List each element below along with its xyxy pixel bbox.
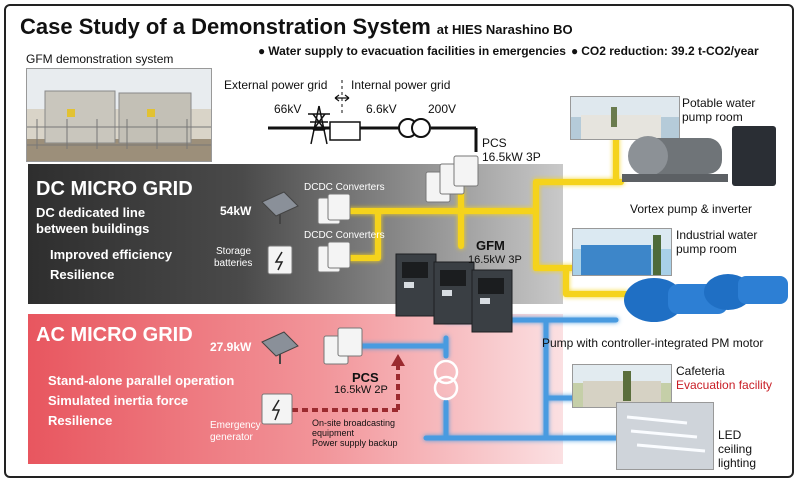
gfm-photo-label: GFM demonstration system xyxy=(26,52,174,66)
storage-label-2: batteries xyxy=(214,258,253,269)
cafeteria-label: Cafeteria xyxy=(676,364,725,378)
dc-pv-kw-label: 54kW xyxy=(220,204,252,218)
dcdc-converter-icon-1 xyxy=(317,193,351,225)
led-lighting-photo xyxy=(616,402,714,470)
broadcast-label-2: equipment xyxy=(312,428,355,438)
ac-line-2: Simulated inertia force xyxy=(48,393,189,408)
dc-line-4: Resilience xyxy=(50,267,115,282)
pm-motor-pump-image xyxy=(618,262,792,326)
storage-label-1: Storage xyxy=(216,246,252,257)
pcs-ac-icon xyxy=(323,327,363,365)
emergency-generator-label-2: generator xyxy=(210,432,253,443)
dc-line-1: DC dedicated line xyxy=(36,205,146,220)
potable-label-1: Potable water xyxy=(682,96,756,110)
dcdc-converter-label-1: DCDC Converters xyxy=(304,182,385,193)
transmission-tower-icon xyxy=(308,105,330,145)
solar-panel-dc-icon xyxy=(261,191,299,224)
transformer-icon xyxy=(398,118,431,138)
broadcast-label-3: Power supply backup xyxy=(312,438,398,448)
dcdc-converter-label-2: DCDC Converters xyxy=(304,230,385,241)
gfm-name-label: GFM xyxy=(476,238,505,253)
vortex-pump-label: Vortex pump & inverter xyxy=(630,202,753,216)
ac-line-1: Stand-alone parallel operation xyxy=(48,373,235,388)
solar-panel-ac-icon xyxy=(261,331,299,364)
backup-arrow-head xyxy=(391,354,405,366)
pcs-ac-name: PCS xyxy=(352,370,379,385)
pcs-top-icon xyxy=(425,155,479,203)
voltage-200v-label: 200V xyxy=(428,102,457,116)
gfm-units-icon xyxy=(395,253,513,333)
gfm-photo xyxy=(26,68,212,162)
industrial-pump-room-photo xyxy=(572,228,672,276)
pcs-top-name: PCS xyxy=(482,136,507,150)
pcs-ac-rating: 16.5kW 2P xyxy=(334,384,388,396)
pm-motor-label: Pump with controller-integrated PM motor xyxy=(542,336,764,350)
internal-grid-label: Internal power grid xyxy=(351,78,451,92)
gfm-photo-illustration xyxy=(27,69,211,161)
backup-dashed-arrows xyxy=(292,364,400,412)
emergency-generator-label-1: Emergency xyxy=(210,420,261,431)
industrial-label-2: pump room xyxy=(676,242,737,256)
storage-battery-icon xyxy=(267,245,293,275)
dc-line-3: Improved efficiency xyxy=(50,247,173,262)
voltage-66kv-label: 66kV xyxy=(274,102,302,116)
emergency-generator-icon xyxy=(261,393,293,425)
pcs-top-rating: 16.5kW 3P xyxy=(482,150,541,164)
bullet-water-supply: Water supply to evacuation facilities in… xyxy=(258,44,566,58)
industrial-label-1: Industrial water xyxy=(676,228,758,242)
grid-boundary-arrows xyxy=(334,94,350,102)
dc-line-2: between buildings xyxy=(36,221,150,236)
ac-transformer-icon xyxy=(433,359,459,401)
cafeteria-photo xyxy=(572,364,672,408)
ac-line-3: Resilience xyxy=(48,413,113,428)
ac-pv-kw-label: 27.9kW xyxy=(210,340,252,354)
dcdc-converter-icon-2 xyxy=(317,241,351,273)
gfm-rating-label: 16.5kW 3P xyxy=(468,254,522,266)
ac-microgrid-title: AC MICRO GRID xyxy=(36,324,193,346)
bullet-co2-reduction: CO2 reduction: 39.2 t-CO2/year xyxy=(571,44,758,58)
grid-power-line xyxy=(268,126,478,152)
potable-label-2: pump room xyxy=(682,110,743,124)
dc-microgrid-title: DC MICRO GRID xyxy=(36,178,193,200)
led-label-3: lighting xyxy=(718,456,757,470)
page-subtitle: at HIES Narashino BO xyxy=(436,22,573,37)
led-label-1: LED xyxy=(718,428,742,442)
vortex-pump-image xyxy=(622,122,792,196)
external-grid-label: External power grid xyxy=(224,78,328,92)
potable-pump-room-photo xyxy=(570,96,680,140)
substation-icon xyxy=(329,121,361,141)
voltage-6-6kv-label: 6.6kV xyxy=(366,102,397,116)
led-label-2: ceiling xyxy=(718,442,753,456)
evacuation-facility-label: Evacuation facility xyxy=(676,378,773,392)
broadcast-label-1: On-site broadcasting xyxy=(312,418,396,428)
